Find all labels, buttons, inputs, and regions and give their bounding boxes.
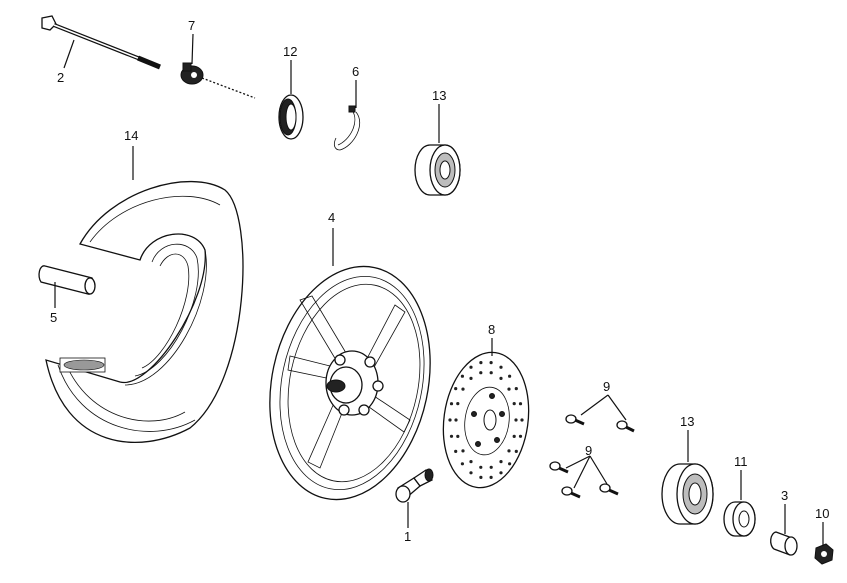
disc-hole: [514, 387, 518, 391]
disc-hole: [456, 434, 460, 438]
bearing-lower-part: [661, 463, 714, 525]
spacer-tube-part: [38, 265, 96, 295]
label-9-lower: 9: [585, 443, 592, 458]
disc-hole: [479, 371, 483, 375]
disc-hole: [461, 449, 465, 453]
label-10: 10: [815, 506, 829, 521]
disc-hole: [469, 365, 473, 369]
disc-hole: [449, 434, 454, 438]
disc-hole: [489, 465, 493, 469]
disc-hole: [454, 418, 458, 422]
disc-hole: [499, 460, 503, 464]
label-2: 2: [57, 70, 64, 85]
disc-hole: [512, 402, 516, 406]
disc-hole: [507, 449, 511, 453]
disc-hole: [489, 371, 493, 375]
disc-hole: [449, 402, 454, 406]
tire-valve-part: [395, 468, 434, 503]
oil-seal-part: [278, 94, 304, 140]
tire-part: [45, 180, 244, 444]
leader-line-9b-left: [565, 455, 591, 469]
disc-hole: [479, 361, 483, 365]
label-14: 14: [124, 128, 138, 143]
leader-line-2: [63, 39, 75, 69]
label-3: 3: [781, 488, 788, 503]
label-12: 12: [283, 44, 297, 59]
bearing-upper-part: [414, 144, 461, 196]
circlip-part: [333, 105, 361, 151]
leader-line-9b-mid: [573, 455, 591, 489]
label-9-upper: 9: [603, 379, 610, 394]
distance-collar-part: [723, 501, 756, 537]
axle-part: [41, 15, 161, 70]
disc-hole: [460, 374, 464, 378]
label-13-upper: 13: [432, 88, 446, 103]
disc-bolts-lower-part: [549, 461, 619, 499]
disc-hole: [512, 434, 516, 438]
label-7: 7: [188, 18, 195, 33]
wheel-rim-part: [269, 265, 431, 501]
disc-hole: [508, 374, 512, 378]
disc-hole: [456, 402, 460, 406]
label-11: 11: [734, 454, 748, 469]
disc-hole: [518, 402, 523, 406]
disc-hole: [454, 387, 458, 391]
disc-hole: [460, 462, 464, 466]
disc-hole: [499, 471, 503, 475]
disc-hole: [489, 475, 493, 479]
disc-hole: [520, 418, 524, 422]
disc-bolts-upper-part: [565, 414, 635, 433]
disc-hole: [518, 434, 523, 438]
label-4: 4: [328, 210, 335, 225]
brake-disc-part: [442, 351, 530, 489]
disc-hole: [448, 418, 452, 422]
disc-hole: [514, 418, 518, 422]
disc-hole: [508, 462, 512, 466]
disc-hole: [469, 471, 473, 475]
disc-hole: [479, 465, 483, 469]
leader-line-9b-right: [589, 455, 608, 485]
axle-nut-part: [814, 543, 834, 565]
disc-hole: [454, 449, 458, 453]
disc-hole: [507, 387, 511, 391]
label-5: 5: [50, 310, 57, 325]
leader-line-7: [191, 33, 194, 65]
speedometer-drive-part: [180, 62, 256, 99]
disc-hole: [469, 376, 473, 380]
label-8: 8: [488, 322, 495, 337]
disc-hole: [469, 460, 473, 464]
disc-hole: [461, 387, 465, 391]
disc-hole: [489, 361, 493, 365]
disc-hole: [514, 449, 518, 453]
axle-spacer-part: [770, 531, 798, 556]
label-1: 1: [404, 529, 411, 544]
disc-hole: [499, 365, 503, 369]
leader-line-9a-right: [607, 394, 627, 421]
leader-line-9a-left: [580, 394, 609, 416]
label-13-lower: 13: [680, 414, 694, 429]
disc-hole: [499, 376, 503, 380]
disc-hole: [479, 475, 483, 479]
label-6: 6: [352, 64, 359, 79]
